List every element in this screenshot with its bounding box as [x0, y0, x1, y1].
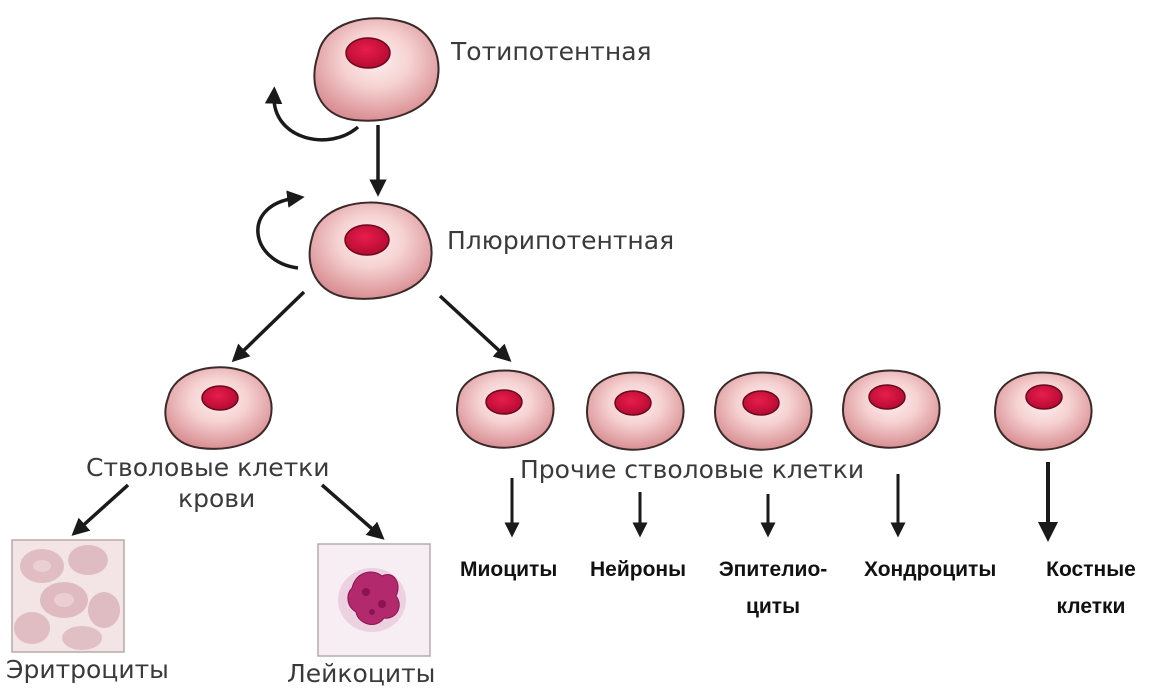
pluripotent-cell: [310, 203, 432, 299]
leukocytes-image: [318, 544, 430, 656]
bone-cells-label-line2: клетки: [1036, 592, 1146, 622]
other-stem-cell-5: [995, 372, 1091, 449]
totipotent-cell: [314, 18, 438, 120]
erythrocytes-label: Эритроциты: [6, 655, 169, 684]
other-stem-cell-3: [715, 372, 811, 449]
leukocytes-label: Лейкоциты: [287, 659, 435, 688]
other-stem-cell-2: [587, 372, 683, 449]
pluripotent-self-renewal-arrow: [258, 198, 298, 268]
pluripotent-label: Плюрипотентная: [447, 226, 674, 255]
chondrocytes-label: Хондроциты: [864, 555, 996, 585]
other-stem-cell-4: [843, 370, 939, 447]
pluripotent-to-other-stem-arrow: [440, 296, 505, 356]
myocytes-label: Миоциты: [460, 555, 557, 585]
blood-stem-cell: [165, 367, 271, 449]
totipotent-label: Тотипотентная: [451, 37, 652, 66]
other-stem-label: Прочие стволовые клетки: [520, 455, 864, 484]
pluripotent-to-blood-stem-arrow: [238, 292, 304, 356]
epitheliocytes-label-line1: Эпителио-: [718, 555, 828, 585]
blood-stem-to-erythrocytes-arrow: [78, 485, 128, 530]
epitheliocytes-label-line2: циты: [718, 592, 828, 622]
other-stem-cell-1: [457, 370, 553, 447]
bone-cells-label-line1: Костные: [1036, 555, 1146, 585]
erythrocytes-image: [12, 540, 124, 652]
blood-stem-to-leukocytes-arrow: [322, 485, 378, 534]
blood-stem-label-line1: Стволовые клетки: [86, 453, 330, 482]
neurons-label: Нейроны: [590, 555, 686, 585]
blood-stem-label-line2: крови: [178, 484, 255, 513]
